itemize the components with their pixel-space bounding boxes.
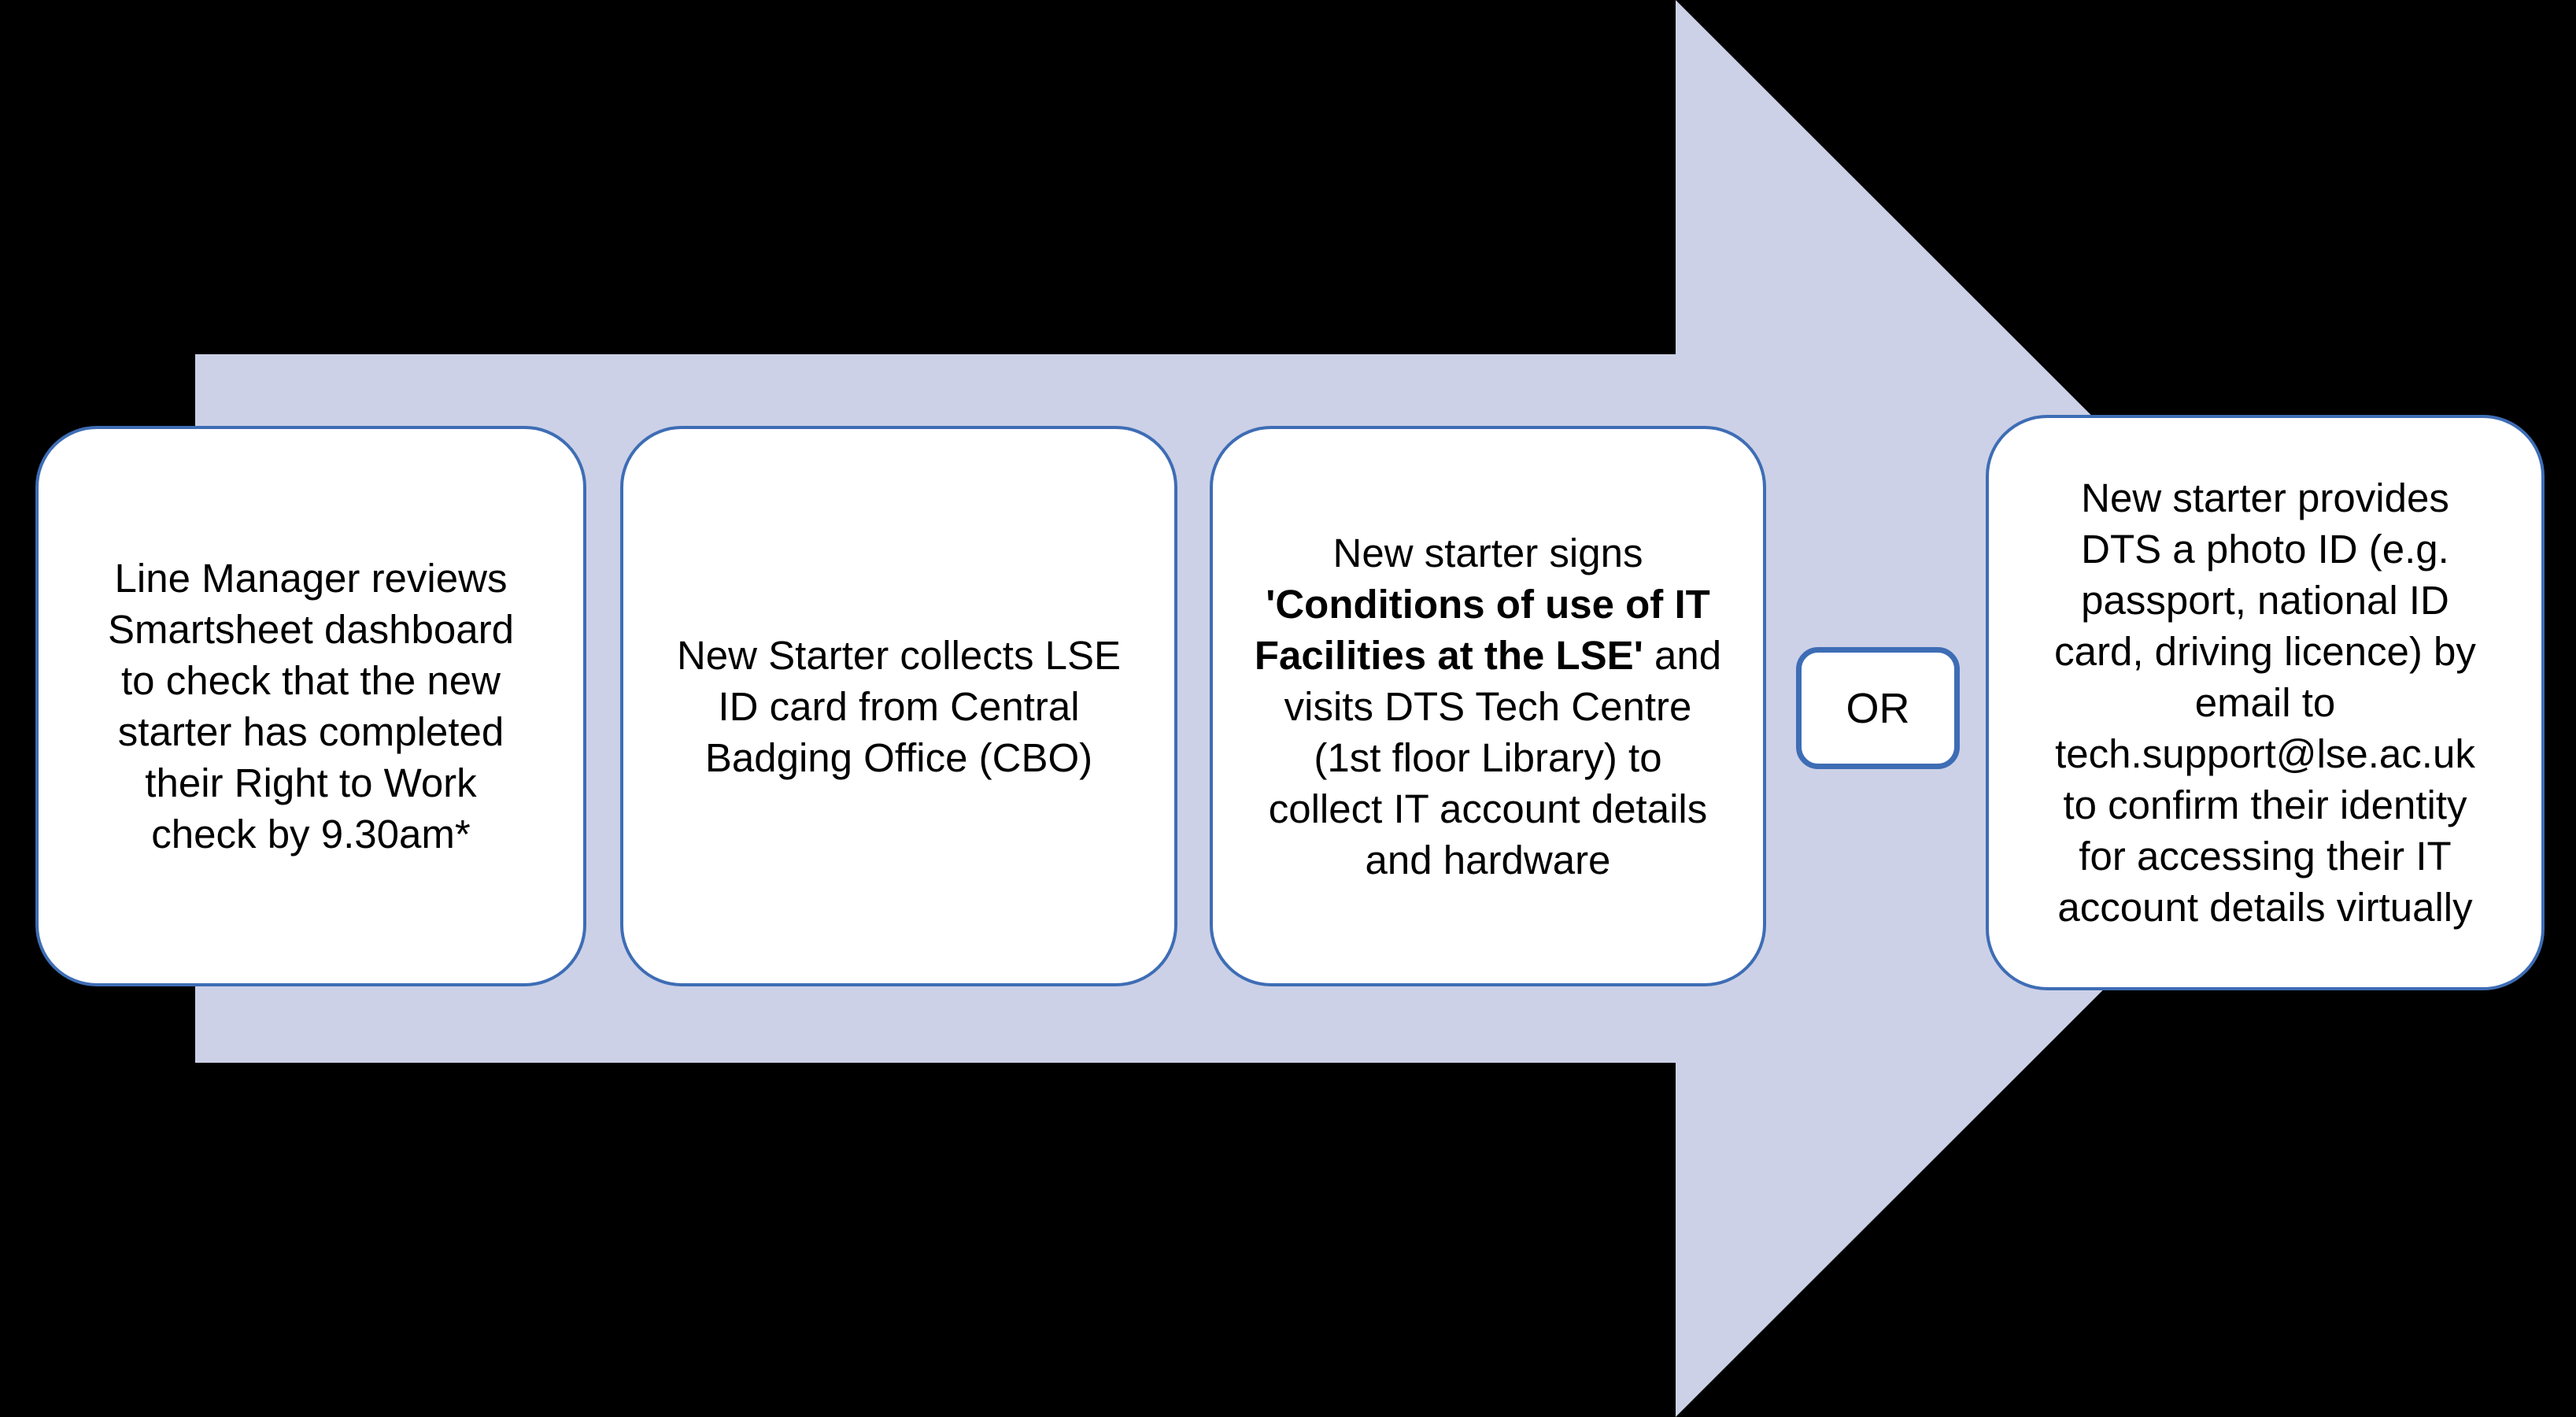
or-label: OR <box>1846 684 1910 732</box>
or-connector: OR <box>1796 647 1960 769</box>
step-box-sign-conditions-tech-centre: New starter signs'Conditions of use of I… <box>1210 426 1766 986</box>
step-box-text: New starter signs'Conditions of use of I… <box>1254 530 1722 882</box>
